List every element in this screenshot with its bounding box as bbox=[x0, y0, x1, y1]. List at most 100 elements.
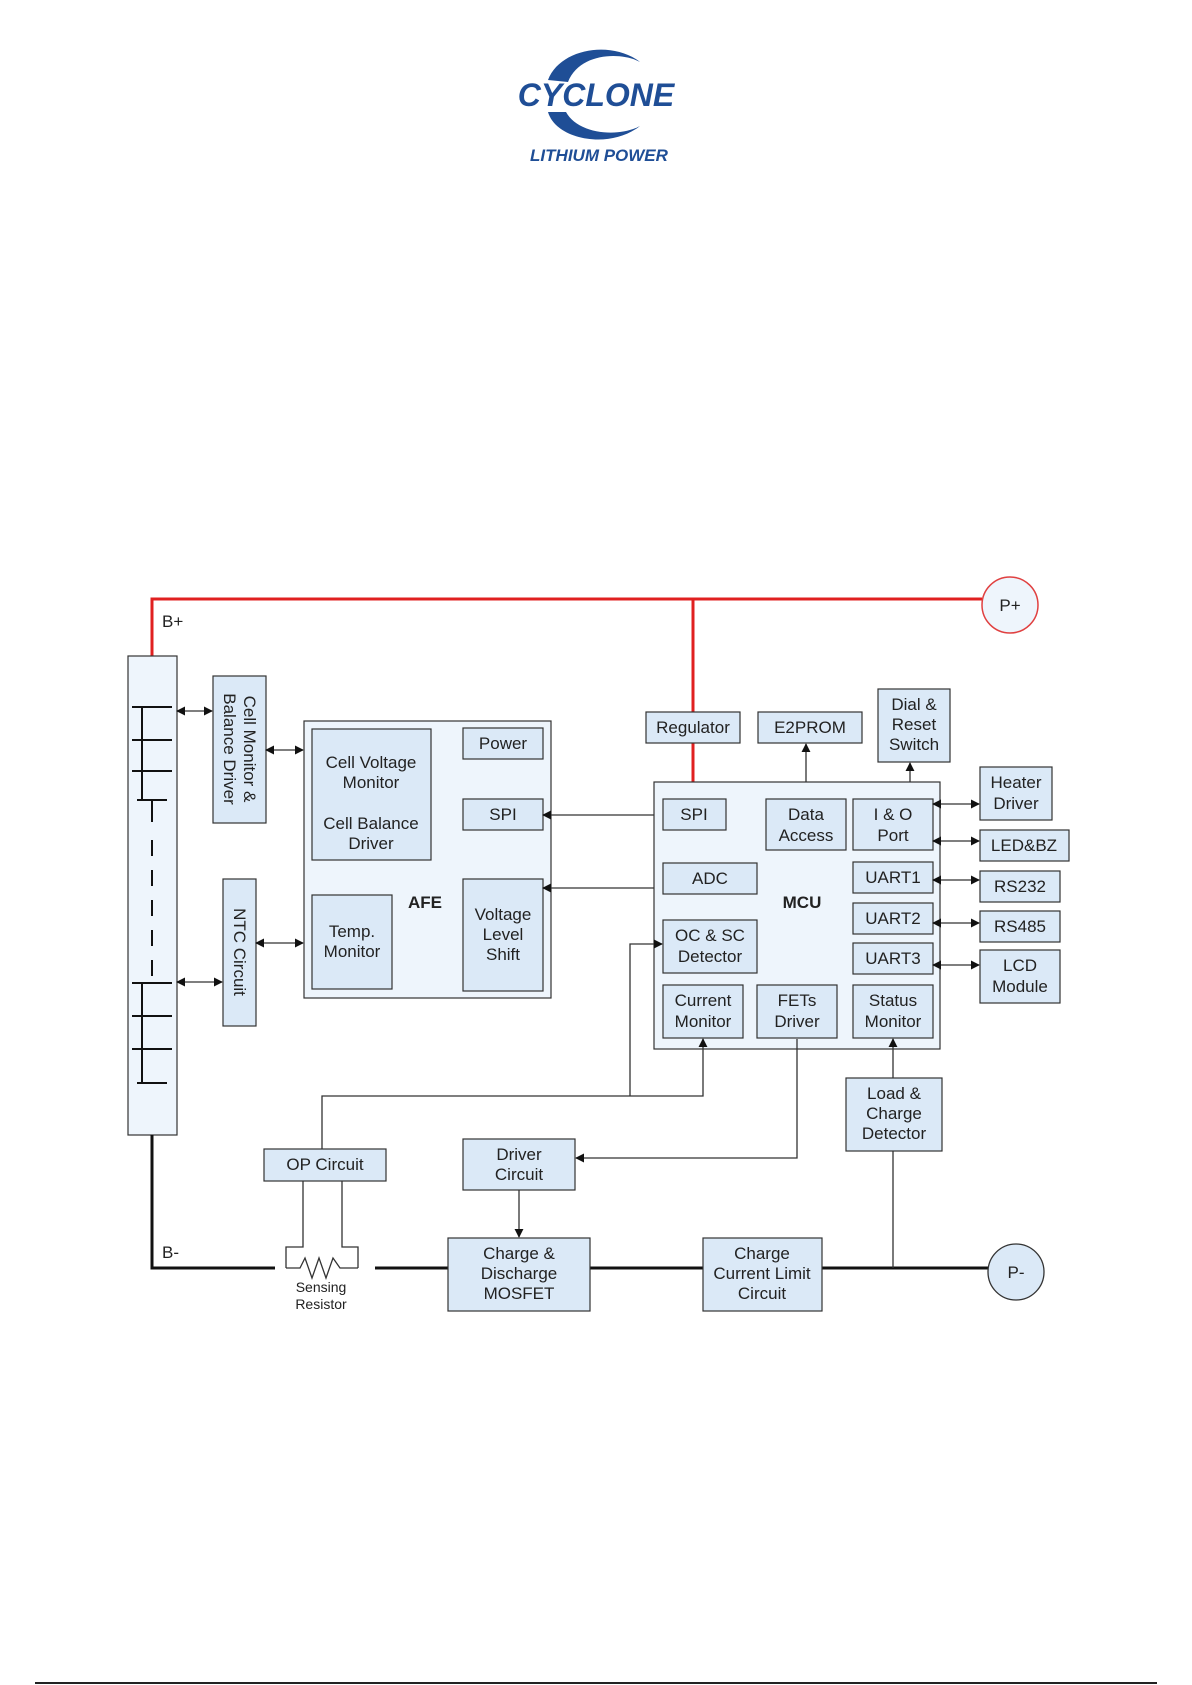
temp-monitor-line2: Monitor bbox=[324, 942, 381, 961]
heater-driver-box bbox=[979, 766, 1053, 821]
load-charge-line3: Detector bbox=[862, 1124, 927, 1143]
mosfet-line2: Discharge bbox=[481, 1264, 558, 1283]
oc-sc-line1: OC & SC bbox=[675, 926, 745, 945]
cell-balance-line2: Driver bbox=[348, 834, 394, 853]
voltage-shift-line3: Shift bbox=[486, 945, 520, 964]
ntc-circuit-label: NTC Circuit bbox=[230, 908, 249, 996]
io-port-box bbox=[852, 798, 934, 851]
dial-line1: Dial & bbox=[891, 695, 937, 714]
heater-line2: Driver bbox=[993, 794, 1039, 813]
load-charge-line1: Load & bbox=[867, 1084, 922, 1103]
lcd-module-box bbox=[979, 949, 1061, 1004]
afe-spi-box bbox=[462, 798, 544, 831]
current-monitor-box bbox=[662, 984, 744, 1039]
charge-discharge-mosfet-box bbox=[447, 1237, 591, 1312]
cell-monitor-label-line2: Balance Driver bbox=[220, 693, 239, 805]
mcu-spi-box bbox=[662, 798, 727, 831]
cell-voltage-line2: Monitor bbox=[343, 773, 400, 792]
logo-sub-text: LITHIUM POWER bbox=[530, 146, 669, 165]
b-plus-label: B+ bbox=[162, 612, 183, 631]
rs232-box bbox=[979, 870, 1061, 903]
fets-driver-line2: Driver bbox=[774, 1012, 820, 1031]
afe-power-label: Power bbox=[479, 734, 528, 753]
uart2-box bbox=[852, 902, 934, 935]
e2prom-label: E2PROM bbox=[774, 718, 846, 737]
voltage-level-shift-box bbox=[462, 878, 544, 992]
afe-title: AFE bbox=[408, 893, 442, 912]
io-port-line2: Port bbox=[877, 826, 908, 845]
dial-line2: Reset bbox=[892, 715, 937, 734]
charge-limit-line3: Circuit bbox=[738, 1284, 786, 1303]
temp-monitor-box bbox=[311, 894, 393, 990]
oc-sc-line2: Detector bbox=[678, 947, 743, 966]
uart3-label: UART3 bbox=[865, 949, 920, 968]
sensing-resistor-line1: Sensing bbox=[296, 1279, 347, 1295]
afe-spi-label: SPI bbox=[489, 805, 516, 824]
cell-balance-line1: Cell Balance bbox=[323, 814, 418, 833]
op-to-current-monitor-line bbox=[321, 1038, 708, 1149]
data-access-box bbox=[765, 798, 847, 851]
io-port-line1: I & O bbox=[874, 805, 913, 824]
current-monitor-line1: Current bbox=[675, 991, 732, 1010]
cyclone-logo: CYCLONE LITHIUM POWER bbox=[518, 49, 676, 165]
charge-limit-line1: Charge bbox=[734, 1244, 790, 1263]
cell-voltage-line1: Cell Voltage bbox=[326, 753, 417, 772]
p-minus-label: P- bbox=[1008, 1263, 1025, 1282]
led-bz-label: LED&BZ bbox=[991, 836, 1057, 855]
b-minus-label: B- bbox=[162, 1243, 179, 1262]
adc-box bbox=[662, 862, 758, 895]
uart3-box bbox=[852, 942, 934, 975]
lcd-line2: Module bbox=[992, 977, 1048, 996]
dial-reset-switch-box bbox=[877, 688, 951, 763]
uart1-label: UART1 bbox=[865, 868, 920, 887]
status-monitor-box bbox=[852, 984, 934, 1039]
logo-swoosh-top bbox=[548, 49, 640, 82]
bottom-divider bbox=[35, 1682, 1157, 1684]
mcu-spi-label: SPI bbox=[680, 805, 707, 824]
charge-limit-line2: Current Limit bbox=[713, 1264, 811, 1283]
regulator-box bbox=[645, 711, 741, 744]
fets-driver-box bbox=[756, 984, 838, 1039]
op-circuit-box bbox=[263, 1148, 387, 1182]
load-charge-line2: Charge bbox=[866, 1104, 922, 1123]
driver-circuit-line2: Circuit bbox=[495, 1165, 543, 1184]
driver-circuit-line1: Driver bbox=[496, 1145, 542, 1164]
dial-line3: Switch bbox=[889, 735, 939, 754]
rs232-label: RS232 bbox=[994, 877, 1046, 896]
afe-power-box bbox=[462, 727, 544, 760]
battery-cells-bottom bbox=[132, 982, 172, 1084]
sensing-resistor-line2: Resistor bbox=[295, 1296, 347, 1312]
op-circuit-label: OP Circuit bbox=[286, 1155, 363, 1174]
mosfet-line3: MOSFET bbox=[484, 1284, 555, 1303]
cell-monitor-label-line1: Cell Monitor & bbox=[240, 696, 259, 803]
load-charge-detector-box bbox=[845, 1077, 943, 1152]
cell-voltage-balance-box bbox=[311, 728, 432, 861]
sensing-resistor-zigzag bbox=[286, 1256, 358, 1280]
rs485-label: RS485 bbox=[994, 917, 1046, 936]
ntc-circuit-box bbox=[222, 878, 257, 1027]
battery-cells-top bbox=[132, 706, 172, 822]
voltage-shift-line2: Level bbox=[483, 925, 524, 944]
p-plus-terminal bbox=[981, 576, 1039, 634]
regulator-label: Regulator bbox=[656, 718, 730, 737]
status-monitor-line2: Monitor bbox=[865, 1012, 922, 1031]
op-sense-lead-left bbox=[285, 1181, 304, 1268]
status-monitor-line1: Status bbox=[869, 991, 917, 1010]
uart2-label: UART2 bbox=[865, 909, 920, 928]
temp-monitor-line1: Temp. bbox=[329, 922, 375, 941]
driver-circuit-box bbox=[462, 1138, 576, 1191]
b-minus-line bbox=[150, 1135, 275, 1270]
voltage-shift-line1: Voltage bbox=[475, 905, 532, 924]
op-to-oc-sc-line bbox=[629, 939, 663, 1096]
current-monitor-line2: Monitor bbox=[675, 1012, 732, 1031]
logo-brand-text: CYCLONE bbox=[518, 77, 676, 113]
logo-swoosh-bottom bbox=[548, 112, 640, 140]
rs485-box bbox=[979, 910, 1061, 943]
data-access-line1: Data bbox=[788, 805, 824, 824]
heater-line1: Heater bbox=[990, 773, 1041, 792]
mcu-title: MCU bbox=[783, 893, 822, 912]
e2prom-box bbox=[757, 711, 863, 744]
oc-sc-detector-box bbox=[662, 919, 758, 974]
fets-to-driver-line bbox=[575, 1039, 798, 1163]
